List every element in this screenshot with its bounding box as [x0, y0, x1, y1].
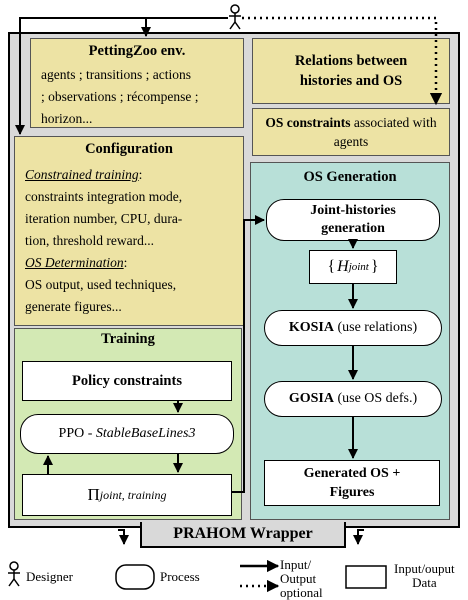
pi-subscript: joint, training [99, 487, 167, 502]
gosia-rest: (use OS defs.) [333, 391, 418, 406]
configuration-line: constraints integration mode, [25, 189, 183, 204]
joint-histories-label: Joint-histories generation [310, 203, 396, 236]
generated-os-label: Generated OS + Figures [303, 466, 401, 500]
arrow-wrapper-output [353, 529, 364, 545]
legend-process-icon [115, 564, 155, 590]
generated-os-box: Generated OS + Figures [264, 460, 440, 506]
legend-designer-icon [8, 561, 20, 587]
pettingzoo-env-line: ; observations ; récompense ; [41, 89, 199, 104]
joint-histories-process: Joint-histories generation [266, 199, 440, 241]
relations-title: Relations between histories and OS [294, 53, 408, 89]
legend-designer-label: Designer [26, 569, 73, 584]
os-determination-label: OS Determination: [25, 255, 128, 270]
h-symbol: H [337, 258, 349, 275]
prahom-wrapper-label-box: PRAHOM Wrapper [140, 522, 346, 548]
configuration-line: tion, threshold reward... [25, 233, 154, 248]
os-generation-title: OS Generation [303, 169, 397, 185]
gosia-label: GOSIA [288, 391, 334, 406]
configuration-line: iteration number, CPU, dura- [25, 211, 183, 226]
ppo-process: PPO - StableBaseLines3 [20, 414, 234, 454]
legend-process-label: Process [160, 569, 200, 584]
gosia-process: GOSIA (use OS defs.) [264, 381, 442, 417]
prahom-wrapper-title: PRAHOM Wrapper [173, 525, 313, 542]
relations-box: Relations between histories and OS [252, 38, 450, 104]
configuration-title: Configuration [85, 141, 173, 157]
os-constraints-title: OS constraints [265, 115, 351, 130]
constrained-training-label: Constrained training: [25, 167, 143, 182]
kosia-rest: (use relations) [333, 320, 418, 335]
kosia-label: KOSIA [288, 320, 334, 335]
policy-constraints-box: Policy constraints [22, 361, 232, 401]
h-subscript: joint [348, 261, 369, 273]
configuration-line: OS output, used techniques, [25, 277, 177, 292]
configuration-line: generate figures... [25, 299, 122, 314]
legend-data-label: Input/ouput Data [394, 561, 455, 590]
os-constraints-rest: associated with agents [333, 115, 437, 149]
h-close: } [370, 258, 379, 275]
os-constraints-box: OS constraints associated with agents [252, 108, 450, 156]
kosia-process: KOSIA (use relations) [264, 310, 442, 346]
configuration-box: Configuration Constrained training: cons… [14, 136, 244, 326]
arrow-pi-to-joint-histories [232, 215, 265, 493]
training-title: Training [101, 331, 155, 347]
ppo-prefix: PPO - [58, 426, 96, 441]
arrow-wrapper-input [118, 529, 129, 545]
arrow-designer-to-env [141, 17, 228, 37]
os-constraints-text: OS constraints associated with agents [253, 113, 449, 151]
pettingzoo-env-line: horizon... [41, 111, 93, 126]
arrow-designer-to-configuration [15, 17, 146, 135]
pettingzoo-env-box: PettingZoo env. agents ; transitions ; a… [30, 38, 244, 128]
legend-data-icon [345, 565, 387, 589]
pettingzoo-env-line: agents ; transitions ; actions [41, 67, 191, 82]
legend-io-label: Input/ Output optional [280, 557, 323, 600]
h-open: { [327, 258, 336, 275]
arrow-designer-to-relations [242, 16, 443, 106]
pettingzoo-env-title: PettingZoo env. [88, 43, 186, 59]
ppo-library: StableBaseLines3 [95, 426, 196, 441]
designer-icon [229, 4, 241, 30]
pi-symbol: Π [87, 485, 100, 504]
policy-constraints-label: Policy constraints [72, 372, 182, 389]
